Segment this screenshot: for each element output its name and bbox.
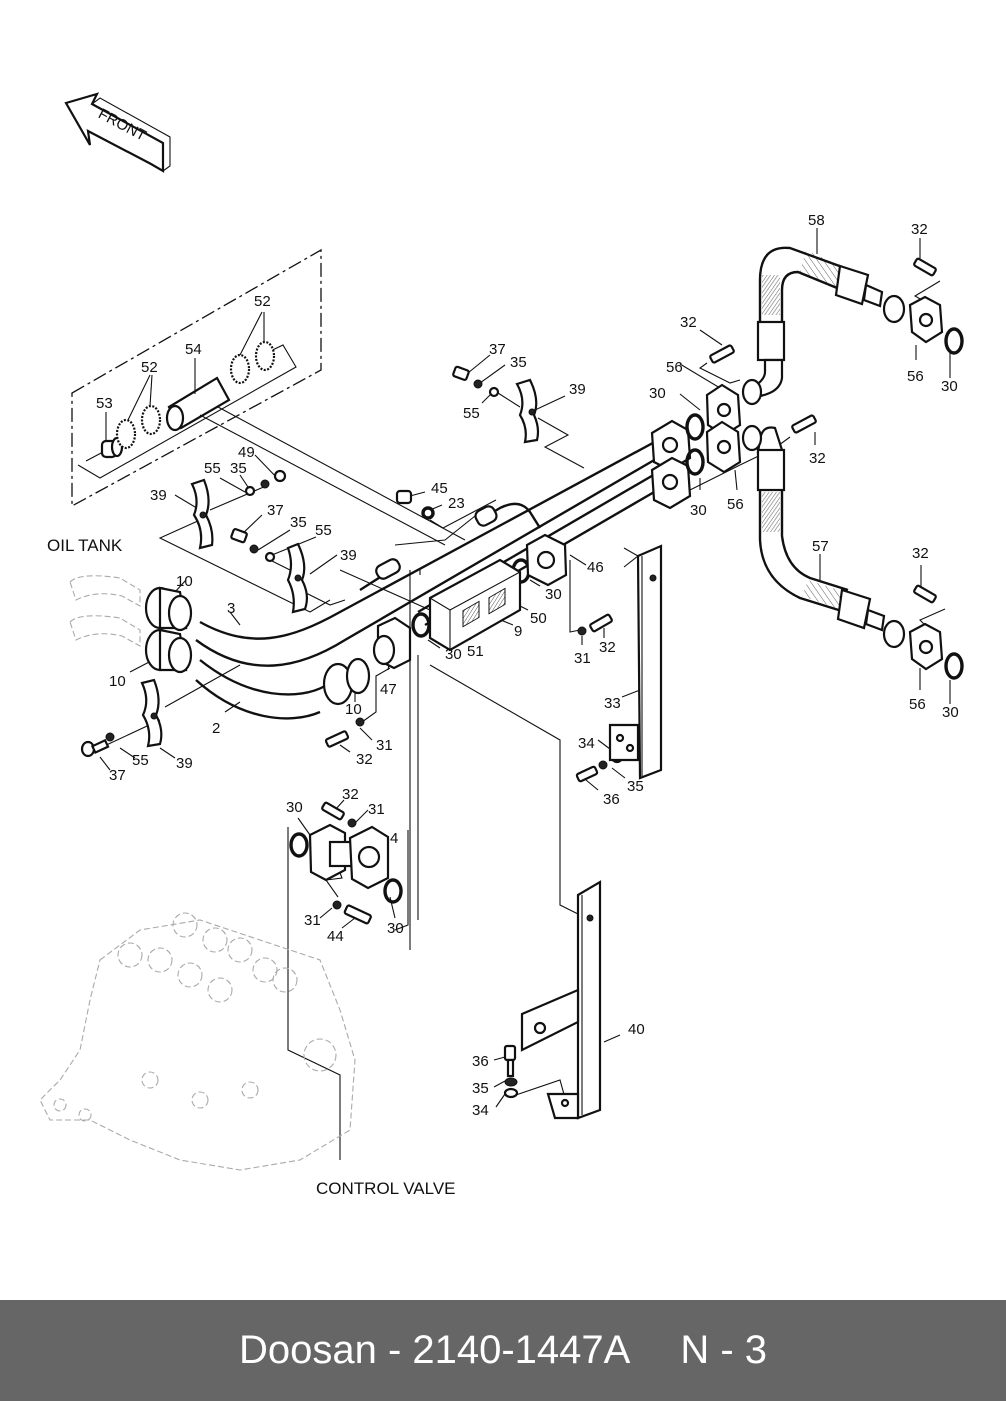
callout: 32 [911, 221, 928, 238]
callout: 32 [809, 450, 826, 467]
callout: 31 [376, 737, 393, 754]
callout: 39 [340, 547, 357, 564]
callout: 55 [132, 752, 149, 769]
document-title: Doosan - 2140-1447A [238, 1328, 631, 1372]
callout: 47 [380, 681, 397, 698]
bracket-33 [608, 544, 663, 780]
callout: 32 [342, 786, 359, 803]
callout: 37 [489, 341, 506, 358]
callout: 10 [345, 701, 362, 718]
callout: 31 [368, 801, 385, 818]
callout: 50 [530, 610, 547, 627]
callout: 36 [472, 1053, 489, 1070]
callout: 39 [569, 381, 586, 398]
bracket-40 [520, 880, 602, 1120]
callout: 36 [603, 791, 620, 808]
callout: 39 [176, 755, 193, 772]
callout: 35 [627, 778, 644, 795]
oil-tank-ghost [69, 575, 141, 647]
callout: 52 [141, 359, 158, 376]
callout: 39 [150, 487, 167, 504]
callout: 52 [254, 293, 271, 310]
footer-bar: Doosan - 2140-1447A N - 3 [0, 1300, 1006, 1401]
callout: 30 [649, 385, 666, 402]
callout: 32 [599, 639, 616, 656]
callout: 46 [587, 559, 604, 576]
split-flanges-56 [705, 295, 944, 671]
front-arrow-icon: FRONT [64, 92, 171, 173]
callout: 56 [666, 359, 683, 376]
clamp-39 [140, 378, 540, 748]
callout: 57 [812, 538, 829, 555]
parts-diagram: FRONT [39, 92, 964, 1198]
callout: 30 [942, 704, 959, 721]
callout: 30 [690, 502, 707, 519]
page-reference: N - 3 [680, 1328, 768, 1372]
control-valve-ghost [39, 912, 356, 1171]
hose-54 [165, 376, 231, 432]
callout: 32 [912, 545, 929, 562]
plug-53 [85, 436, 124, 462]
callout: 55 [204, 460, 221, 477]
hose-57 [741, 424, 906, 649]
callout: 32 [356, 751, 373, 768]
callout: 31 [574, 650, 591, 667]
callout: 34 [578, 735, 595, 752]
callout: 10 [109, 673, 126, 690]
callout: 30 [387, 920, 404, 937]
callout: 49 [238, 444, 255, 461]
adapter-4 [308, 823, 390, 890]
callout: 2 [212, 720, 220, 737]
callout: 10 [176, 573, 193, 590]
callout: 40 [628, 1021, 645, 1038]
leader-lines [99, 228, 951, 1160]
control-valve-label: CONTROL VALVE [316, 1179, 456, 1198]
callout: 23 [448, 495, 465, 512]
callout: 32 [680, 314, 697, 331]
callout: 37 [109, 767, 126, 784]
callout: 4 [390, 830, 398, 847]
callouts: 58 32 32 56 30 56 30 30 56 32 57 32 56 3… [96, 212, 959, 1119]
callout: 37 [267, 502, 284, 519]
callout: 35 [230, 460, 247, 477]
callout: 35 [510, 354, 527, 371]
callout: 34 [472, 1102, 489, 1119]
callout: 30 [545, 586, 562, 603]
hose-kit-box [71, 248, 322, 508]
connector-10 [144, 586, 371, 706]
hose-clamp-52 [115, 340, 276, 450]
callout: 44 [327, 928, 344, 945]
callout: 30 [941, 378, 958, 395]
callout: 55 [315, 522, 332, 539]
hose-58 [741, 246, 906, 406]
block-9 [359, 502, 568, 670]
callout: 53 [96, 395, 113, 412]
callout: 45 [431, 480, 448, 497]
callout: 30 [445, 646, 462, 663]
steel-pipes [195, 419, 692, 720]
callout: 30 [286, 799, 303, 816]
callout: 58 [808, 212, 825, 229]
callout: 33 [604, 695, 621, 712]
callout: 51 [467, 643, 484, 660]
callout: 55 [463, 405, 480, 422]
callout: 9 [514, 623, 522, 640]
oil-tank-label: OIL TANK [47, 536, 123, 555]
callout: 35 [472, 1080, 489, 1097]
callout: 31 [304, 912, 321, 929]
callout: 35 [290, 514, 307, 531]
callout: 54 [185, 341, 202, 358]
callout: 56 [909, 696, 926, 713]
callout: 56 [727, 496, 744, 513]
callout: 3 [227, 600, 235, 617]
callout: 56 [907, 368, 924, 385]
